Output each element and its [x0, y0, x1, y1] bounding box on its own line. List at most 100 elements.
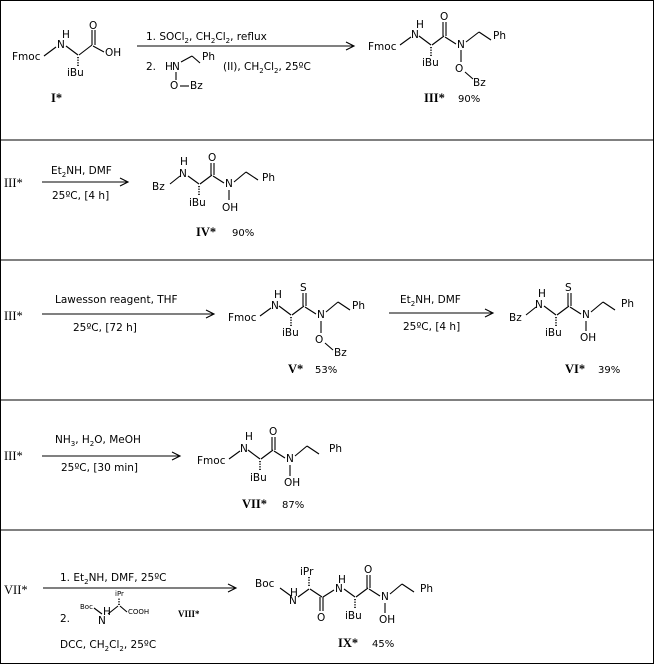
svg-text:H: H: [165, 61, 173, 73]
svg-text:NH3, H2O, MeOH: NH3, H2O, MeOH: [55, 434, 141, 448]
svg-text:H: H: [274, 289, 282, 301]
svg-text:Bz: Bz: [334, 347, 347, 359]
svg-text:S: S: [300, 282, 307, 294]
compound-viii-label: VIII*: [178, 609, 200, 619]
yield-vii: 87%: [282, 500, 304, 511]
reaction-3: III* Lawesson reagent, THF 25ºC, [72 h]: [4, 294, 216, 334]
svg-text:DCC, CH2Cl2, 25ºC: DCC, CH2Cl2, 25ºC: [60, 639, 156, 653]
svg-text:O: O: [315, 334, 323, 346]
compound-vii-structure: Fmoc N H iBu O N Ph OH VII* 87%: [197, 426, 342, 511]
svg-text:O: O: [208, 152, 216, 164]
yield-iv: 90%: [232, 228, 254, 239]
svg-text:Boc: Boc: [255, 578, 275, 590]
svg-text:iBu: iBu: [422, 57, 439, 69]
svg-text:N: N: [317, 309, 325, 321]
compound-iv-structure: Bz N H iBu O N Ph OH IV* 90%: [152, 152, 275, 239]
svg-text:N: N: [179, 168, 187, 180]
compound-i-structure: Fmoc N H iBu O OH I*: [12, 20, 121, 105]
svg-text:25ºC, [4 h]: 25ºC, [4 h]: [403, 321, 460, 333]
svg-text:OH: OH: [580, 332, 596, 344]
svg-text:N: N: [240, 443, 248, 455]
svg-text:Ph: Ph: [352, 300, 365, 312]
svg-text:25ºC, [30 min]: 25ºC, [30 min]: [61, 462, 138, 474]
compound-v-label: V*: [288, 362, 303, 376]
svg-text:Ph: Ph: [202, 51, 215, 63]
svg-text:N: N: [457, 39, 465, 51]
reaction-5: III* NH3, H2O, MeOH 25ºC, [30 min]: [4, 434, 182, 474]
svg-text:OH: OH: [379, 614, 395, 626]
svg-text:Bz: Bz: [473, 77, 486, 89]
svg-text:III*: III*: [4, 449, 23, 463]
svg-text:H: H: [180, 156, 188, 168]
svg-text:Bz: Bz: [190, 80, 203, 92]
compound-i-label: I*: [51, 91, 62, 105]
compound-vii-label: VII*: [242, 497, 267, 511]
svg-text:O: O: [317, 612, 325, 624]
svg-text:Ph: Ph: [420, 583, 433, 595]
svg-text:Boc: Boc: [80, 603, 93, 611]
svg-text:O: O: [364, 564, 372, 576]
svg-text:Bz: Bz: [509, 312, 522, 324]
svg-text:iBu: iBu: [189, 197, 206, 209]
svg-text:N: N: [286, 453, 294, 465]
compound-ix-label: IX*: [338, 636, 358, 650]
svg-text:O: O: [440, 11, 448, 23]
yield-v: 53%: [315, 365, 337, 376]
svg-text:N: N: [172, 61, 180, 73]
svg-text:Ph: Ph: [621, 298, 634, 310]
svg-text:iPr: iPr: [115, 590, 124, 598]
svg-text:H: H: [416, 19, 424, 31]
svg-text:25ºC, [72 h]: 25ºC, [72 h]: [73, 322, 137, 334]
svg-text:iPr: iPr: [300, 566, 314, 578]
compound-vi-label: VI*: [565, 362, 585, 376]
ibu-label: iBu: [67, 67, 84, 79]
compound-iv-label: IV*: [196, 225, 216, 239]
svg-text:N: N: [381, 591, 389, 603]
o-label: O: [89, 20, 97, 32]
svg-text:VII*: VII*: [4, 583, 28, 597]
reaction-1: 1. SOCl2, CH2Cl2, reflux 2. H N Ph O Bz …: [137, 31, 356, 92]
n-label: N: [57, 39, 65, 51]
svg-text:2.: 2.: [146, 61, 156, 73]
h-label: H: [62, 29, 70, 41]
compound-iii-label: III*: [424, 91, 445, 105]
yield-vi: 39%: [598, 365, 620, 376]
compound-v-structure: Fmoc N H iBu S N Ph O Bz V* 53%: [228, 282, 365, 376]
compound-iii-structure: Fmoc N H iBu O N Ph O Bz III* 90%: [368, 11, 506, 105]
svg-text:Ph: Ph: [262, 172, 275, 184]
yield-iii: 90%: [458, 94, 480, 105]
svg-text:N: N: [98, 615, 106, 627]
reaction-2: III* Et2NH, DMF 25ºC, [4 h]: [4, 165, 130, 202]
svg-text:N: N: [411, 29, 419, 41]
svg-text:N: N: [225, 178, 233, 190]
svg-text:iBu: iBu: [545, 327, 562, 339]
svg-text:S: S: [565, 282, 572, 294]
svg-text:III*: III*: [4, 309, 23, 323]
svg-text:2.: 2.: [60, 613, 70, 625]
svg-text:N: N: [289, 595, 297, 607]
svg-text:O: O: [455, 63, 463, 75]
svg-text:1. SOCl2, CH2Cl2, reflux: 1. SOCl2, CH2Cl2, reflux: [146, 31, 267, 45]
svg-text:iBu: iBu: [345, 610, 362, 622]
fmoc-label: Fmoc: [12, 51, 41, 63]
compound-vi-structure: Bz N H iBu S N Ph OH VI* 39%: [509, 282, 634, 376]
svg-text:1. Et2NH, DMF, 25ºC: 1. Et2NH, DMF, 25ºC: [60, 572, 167, 586]
svg-text:COOH: COOH: [128, 608, 149, 616]
svg-text:Ph: Ph: [493, 30, 506, 42]
svg-text:Lawesson reagent, THF: Lawesson reagent, THF: [55, 294, 178, 306]
svg-text:N: N: [582, 309, 590, 321]
svg-text:Et2NH, DMF: Et2NH, DMF: [400, 294, 461, 308]
yield-ix: 45%: [372, 639, 394, 650]
svg-text:iBu: iBu: [282, 327, 299, 339]
svg-text:Bz: Bz: [152, 181, 165, 193]
svg-text:Fmoc: Fmoc: [228, 312, 257, 324]
svg-text:N: N: [335, 583, 343, 595]
svg-text:N: N: [535, 299, 543, 311]
svg-text:iBu: iBu: [250, 472, 267, 484]
svg-text:O: O: [170, 80, 178, 92]
svg-text:O: O: [269, 426, 277, 438]
svg-text:25ºC, [4 h]: 25ºC, [4 h]: [52, 190, 109, 202]
svg-text:H: H: [538, 288, 546, 300]
svg-text:Fmoc: Fmoc: [368, 41, 397, 53]
